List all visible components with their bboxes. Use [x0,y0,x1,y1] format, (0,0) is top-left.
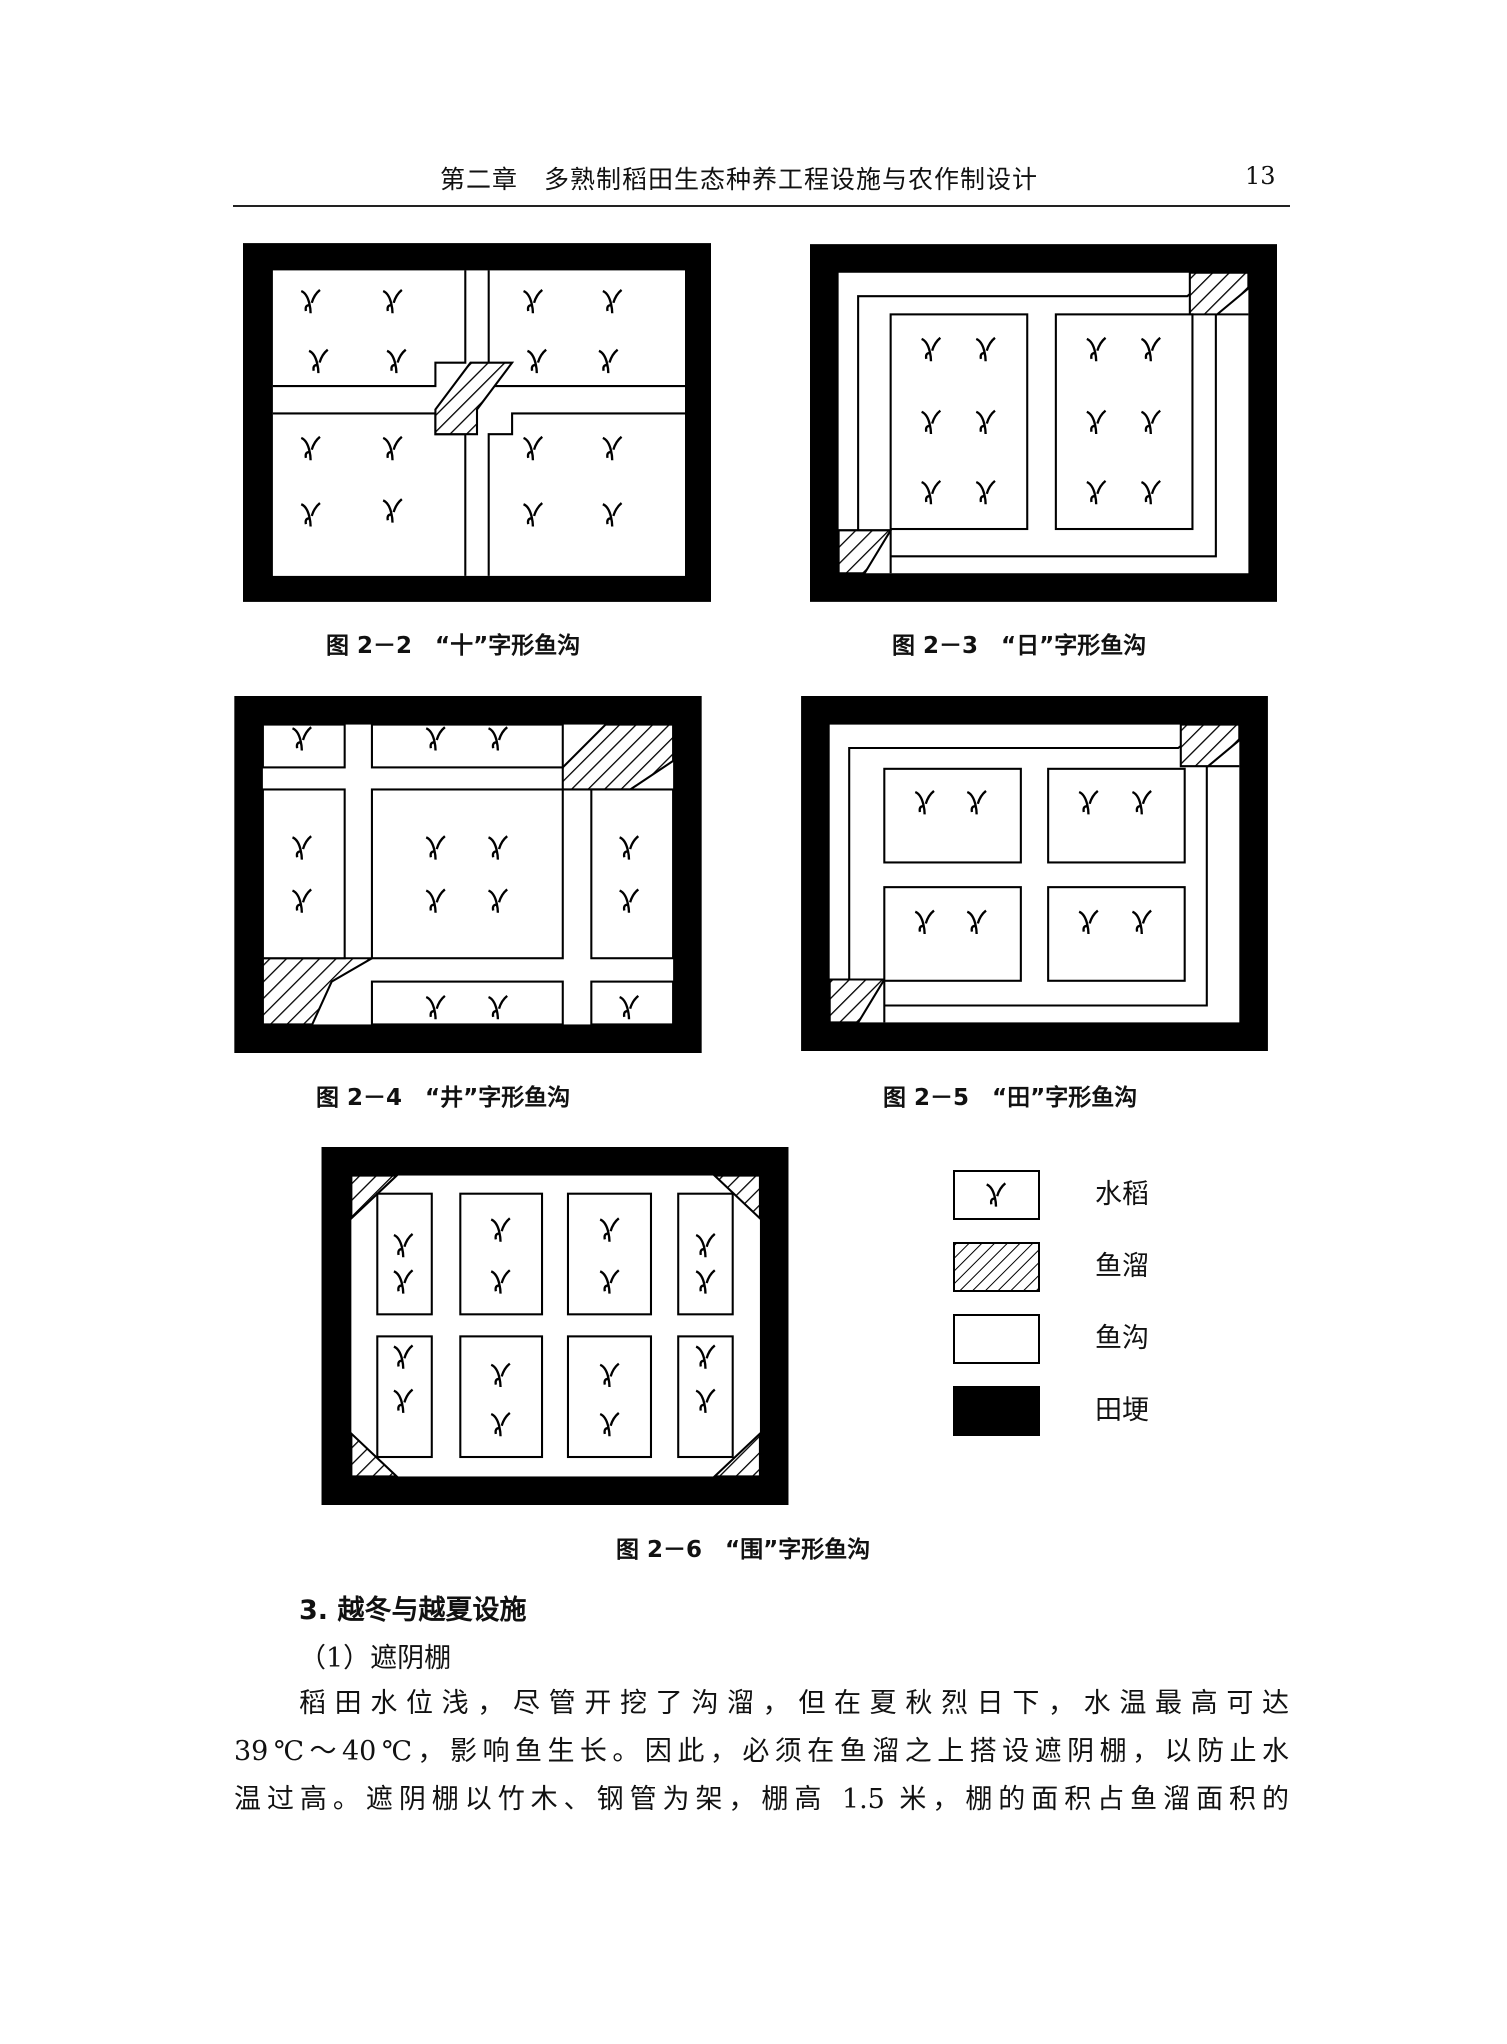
fish-pond-hatched [561,723,675,791]
paddy-plot [677,1335,734,1459]
paddy-plot [883,767,1022,864]
legend-label-pond: 鱼溜 [1095,1251,1149,1282]
paddy-plot [1047,886,1186,982]
figure-tian-ditch [801,696,1268,1051]
paddy-plot [459,1335,544,1459]
figure-caption: 图 2－6 “围”字形鱼沟 [616,1537,871,1563]
fish-pond-hatched [434,361,515,436]
paddy-plot [370,788,564,960]
paddy-plot [566,1335,653,1459]
paragraph-line: 39℃～40℃，影响鱼生长。因此，必须在鱼溜之上搭设遮阴棚，以防止水 [234,1736,1289,1767]
figure-jing-ditch [234,696,702,1053]
paddy-plot [459,1192,544,1316]
fish-pond-hatched [350,1431,400,1478]
legend-label-ditch: 鱼沟 [1095,1323,1149,1354]
paddy-plot [370,980,564,1026]
paddy-plot [1047,767,1186,864]
page-number: 13 [1245,162,1276,190]
fish-pond-hatched [1179,723,1241,768]
legend-ditch-swatch [953,1314,1040,1364]
legend-rice-swatch [953,1170,1040,1220]
paddy-plot [883,886,1022,982]
paddy-plot [590,788,675,960]
figure-caption: 图 2－5 “田”字形鱼沟 [883,1085,1138,1111]
paragraph-line: 稻田水位浅，尽管开挖了沟溜，但在夏秋烈日下，水温最高可达 [299,1688,1289,1719]
legend-ridge-swatch [953,1386,1040,1436]
fish-pond-hatched [837,529,893,575]
figure-caption: 图 2－3 “日”字形鱼沟 [892,633,1147,659]
legend-pond-swatch [953,1242,1040,1292]
fish-pond-hatched [711,1174,761,1221]
legend-label-rice: 水稻 [1095,1179,1149,1210]
paddy-plot [261,723,346,769]
fish-pond-hatched [828,978,887,1024]
fish-pond-hatched [1188,271,1250,316]
figure-caption: 图 2－4 “井”字形鱼沟 [316,1085,571,1111]
paddy-plot [889,313,1029,531]
paddy-plot [566,1192,653,1316]
paddy-plot [261,788,346,960]
paragraph-line: 温过高。遮阴棚以竹木、钢管为架，棚高 1.5 米，棚的面积占鱼溜面积的 [234,1784,1289,1815]
figure-caption: 图 2－2 “十”字形鱼沟 [326,633,581,659]
section-heading: 3. 越冬与越夏设施 [299,1595,527,1626]
paddy-plot [1054,313,1194,531]
subsection-heading: （1）遮阴棚 [299,1643,452,1674]
figure-cross-ditch [243,243,711,602]
figure-wei-ditch [321,1147,789,1505]
running-header-title: 第二章 多熟制稻田生态种养工程设施与农作制设计 [440,165,1039,194]
figure-ri-ditch [810,244,1277,602]
fish-pond-hatched [711,1431,761,1478]
paddy-plot [370,723,564,769]
fish-pond-hatched [350,1174,400,1221]
legend-label-ridge: 田埂 [1095,1395,1149,1426]
field-interior [272,270,685,576]
header-rule [233,205,1290,207]
paddy-plot [376,1192,433,1316]
